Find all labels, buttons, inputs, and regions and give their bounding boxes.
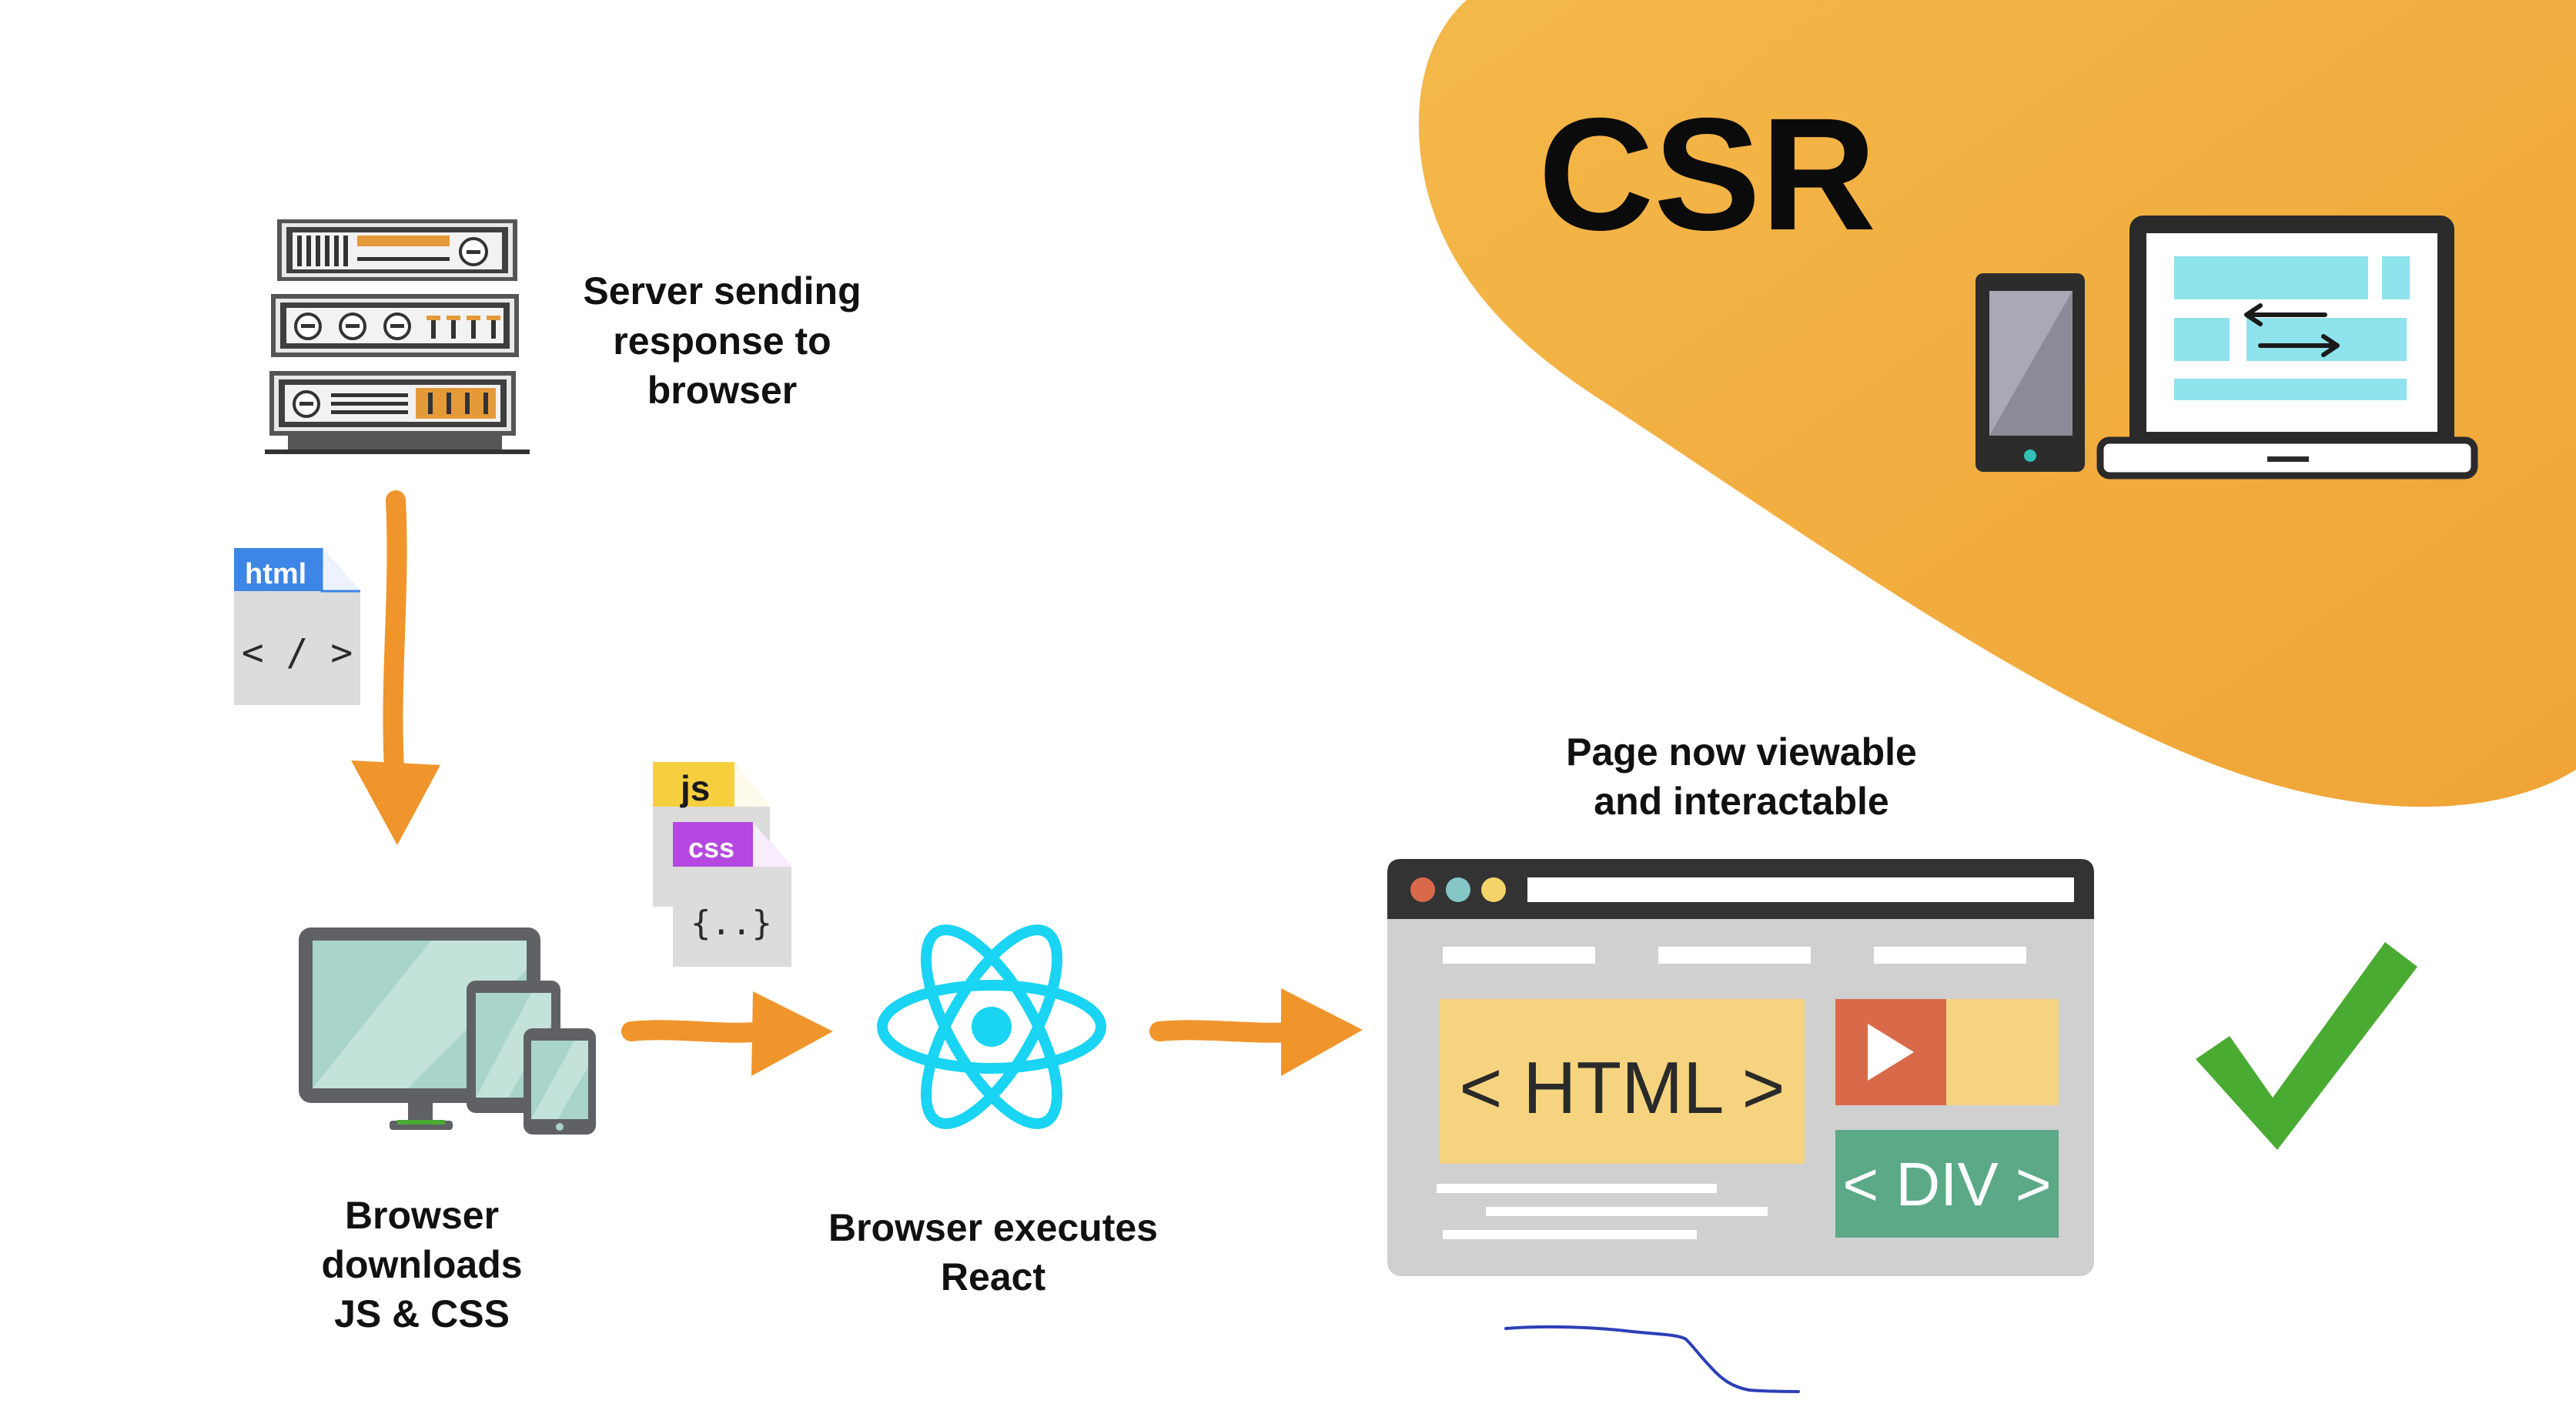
server-label-line-1: Server sending (583, 269, 861, 312)
html-block-text: < HTML > (1459, 1047, 1785, 1129)
server-rack-icon (265, 219, 530, 454)
execute-label-line-2: React (941, 1255, 1046, 1298)
checkmark-icon (2196, 942, 2417, 1150)
html-block (1440, 999, 1805, 1164)
css-file-tag: css (688, 832, 734, 864)
page-title: CSR (1538, 85, 1876, 264)
viewable-label-line-2: and interactable (1594, 780, 1889, 823)
devices-icon (299, 927, 596, 1135)
address-bar (1527, 877, 2074, 902)
server-label: Server sending response to browser (583, 269, 861, 412)
window-minimize-dot (1446, 877, 1470, 902)
download-label-line-1: Browser (345, 1194, 499, 1237)
browser-window-icon: < HTML > < DIV > (1387, 859, 2094, 1276)
viewable-label-line-1: Page now viewable (1566, 730, 1917, 774)
download-label-line-2: downloads (321, 1243, 522, 1286)
download-label-line-3: JS & CSS (334, 1292, 510, 1335)
phone-laptop-icon (1975, 216, 2478, 480)
js-file-tag: js (680, 768, 710, 808)
html-file-tag: html (245, 558, 306, 590)
css-file-body: {..} (691, 904, 772, 943)
execute-label-line-1: Browser executes (828, 1206, 1158, 1249)
html-file-icon: html < / > (234, 548, 360, 705)
window-maximize-dot (1481, 877, 1506, 902)
server-label-line-2: response to (613, 319, 831, 363)
div-block (1835, 1130, 2059, 1238)
execute-label: Browser executes React (828, 1206, 1158, 1298)
download-arrow-down (351, 490, 440, 845)
viewable-label: Page now viewable and interactable (1566, 730, 1917, 823)
css-file-icon: css {..} (673, 822, 791, 967)
arrow-to-react (621, 991, 833, 1076)
div-block-text: < DIV > (1842, 1150, 2051, 1218)
arrow-to-page (1149, 988, 1363, 1076)
window-close-dot (1410, 877, 1435, 902)
react-logo-icon (877, 924, 1106, 1129)
underline-scribble (1504, 1325, 1800, 1393)
server-label-line-3: browser (647, 369, 798, 412)
html-file-body: < / > (242, 631, 353, 674)
play-icon (1868, 1024, 1914, 1081)
download-label: Browser downloads JS & CSS (321, 1194, 522, 1335)
